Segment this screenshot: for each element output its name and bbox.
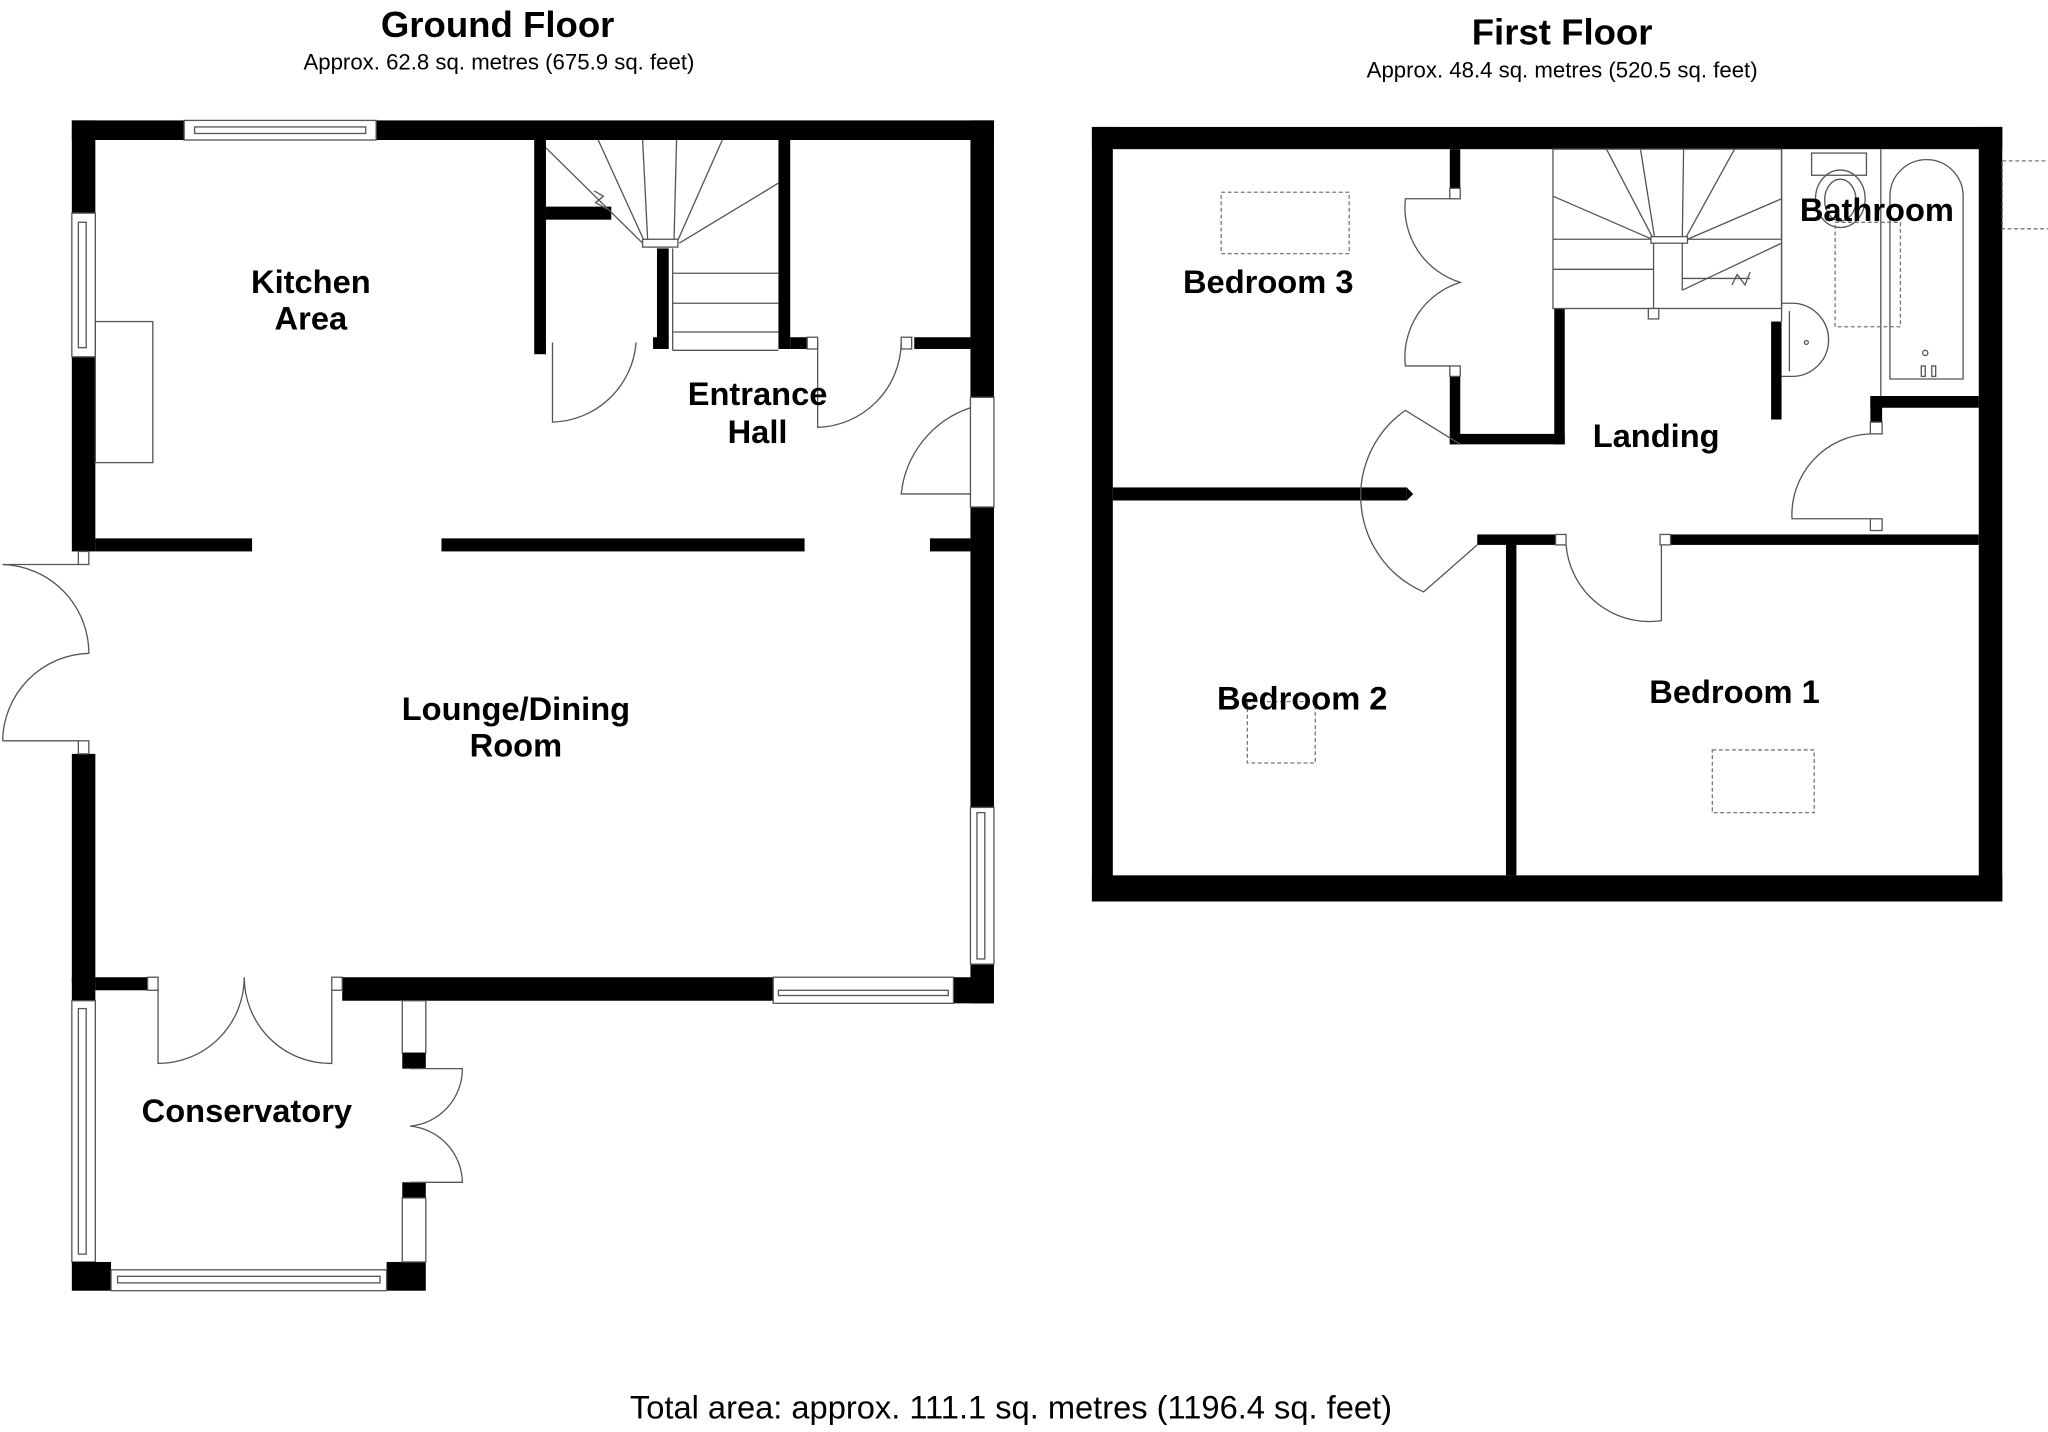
wall: [386, 1261, 426, 1291]
wall: [1978, 126, 2003, 902]
wall: [929, 538, 971, 552]
room-label-kitchen: Kitchen: [251, 263, 371, 300]
wall: [1112, 487, 1407, 501]
loft-hatch-icon: [1220, 191, 1350, 255]
sink-icon: [1781, 302, 1830, 378]
wall: [71, 753, 96, 983]
front-door-swing: [900, 407, 971, 495]
window: [401, 1197, 427, 1263]
wall: [402, 1182, 426, 1198]
wall: [1091, 875, 2003, 902]
wall: [970, 507, 994, 808]
loft-hatch-icon: [1711, 749, 1815, 814]
wall: [545, 206, 612, 220]
wall: [778, 140, 791, 349]
bedroom1-door-swing: [1565, 544, 1663, 623]
staircase: [545, 139, 779, 351]
wall: [1870, 396, 1979, 408]
wall: [1477, 534, 1556, 545]
wall: [71, 977, 96, 1001]
window: [401, 1000, 427, 1054]
wall: [1449, 149, 1461, 189]
wall: [1771, 321, 1782, 420]
kitchen-door-swing: [551, 342, 637, 423]
wall: [790, 337, 812, 349]
patio-door-swing: [1, 563, 90, 741]
wall: [1870, 396, 1883, 423]
wall: [95, 977, 148, 991]
window: [777, 989, 949, 997]
room-label-lounge-2: Room: [470, 726, 562, 763]
wall: [914, 337, 971, 349]
wall: [1554, 308, 1565, 445]
bathroom-fixtures: [1780, 149, 2048, 396]
ground-floor-area: Approx. 62.8 sq. metres (675.9 sq. feet): [303, 49, 694, 74]
bedroom2-door-swing: [1360, 409, 1478, 593]
first-floor-area: Approx. 48.4 sq. metres (520.5 sq. feet): [1367, 57, 1758, 82]
wall: [970, 120, 994, 398]
loft-hatch-icon: [1246, 700, 1316, 764]
room-label-bathroom: Bathroom: [1800, 191, 1954, 228]
window: [193, 126, 367, 135]
wall: [441, 538, 805, 552]
wall: [95, 538, 253, 552]
cupboard-door-swing: [816, 342, 902, 429]
wall: [71, 1261, 112, 1291]
room-label-bedroom-1: Bedroom 1: [1649, 673, 1820, 710]
first-floor-title: First Floor: [1472, 12, 1653, 53]
toilet-cistern-icon: [1810, 152, 1868, 176]
window: [976, 811, 986, 960]
room-label-entrance: Entrance: [688, 375, 828, 412]
window: [116, 1275, 381, 1284]
first-floor-plan: First Floor Approx. 48.4 sq. metres (520…: [1091, 12, 2048, 902]
wall: [402, 1052, 426, 1069]
staircase: [1552, 148, 1783, 320]
window: [77, 1007, 87, 1255]
room-label-bedroom-2: Bedroom 2: [1217, 679, 1388, 716]
window: [77, 221, 87, 349]
room-label-landing: Landing: [1593, 417, 1720, 454]
room-label-kitchen-2: Area: [275, 299, 348, 336]
wall: [534, 140, 546, 355]
bathtub-icon: [1889, 159, 1964, 380]
room-label-lounge: Lounge/Dining: [402, 690, 630, 727]
kitchen-worktop: [94, 320, 154, 464]
front-door-frame: [969, 396, 995, 508]
total-area: Total area: approx. 111.1 sq. metres (11…: [630, 1389, 1392, 1426]
cupboard-door-swing: [1791, 433, 1871, 520]
wall: [653, 337, 669, 349]
loft-hatch-icon: [2001, 160, 2048, 230]
wall: [1670, 534, 1979, 545]
wardrobe-door-swing: [1404, 198, 1463, 367]
conservatory-door-swing: [157, 977, 333, 1065]
room-label-conservatory: Conservatory: [142, 1092, 352, 1129]
wall: [1091, 126, 2003, 150]
ground-floor-plan: Ground Floor Approx. 62.8 sq. metres (67…: [1, 4, 995, 1292]
room-label-bedroom-3: Bedroom 3: [1183, 263, 1354, 300]
ground-floor-title: Ground Floor: [381, 4, 615, 45]
wall: [1505, 540, 1517, 876]
loft-hatch-icon: [1834, 221, 1902, 328]
wall: [1449, 376, 1461, 445]
wall: [656, 248, 669, 340]
room-label-entrance-2: Hall: [728, 413, 788, 450]
wall: [342, 977, 774, 1001]
wall: [1449, 433, 1565, 445]
wall: [953, 977, 994, 1004]
wall: [1091, 126, 1113, 902]
toilet-icon: [1814, 169, 1866, 229]
side-door-swing: [410, 1067, 464, 1183]
